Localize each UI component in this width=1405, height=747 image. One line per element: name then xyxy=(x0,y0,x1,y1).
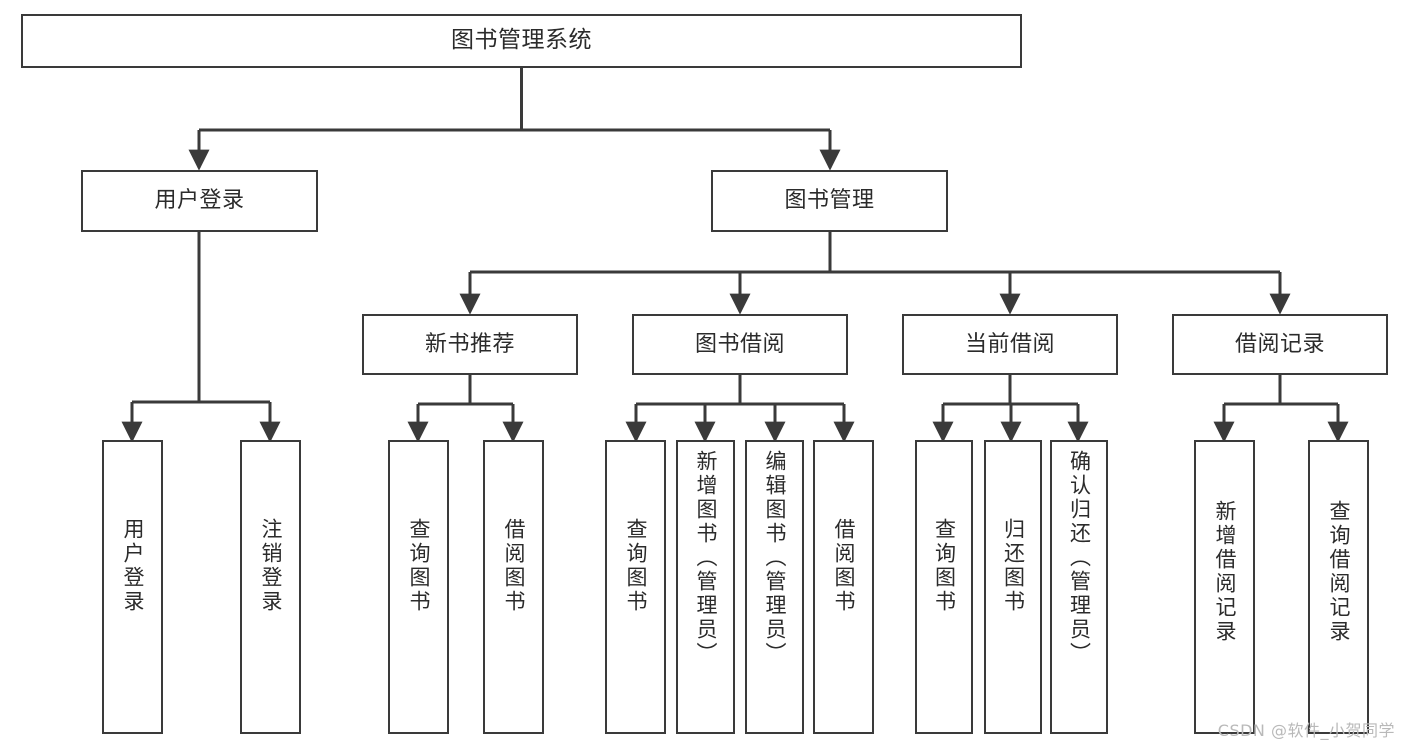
node-label: 借阅图书 xyxy=(502,518,526,614)
leaf-record-query-record[interactable]: 查询借阅记录 xyxy=(1308,440,1369,734)
node-label: 编辑图书（管理员） xyxy=(763,450,787,666)
node-label: 查询借阅记录 xyxy=(1327,500,1351,644)
node-root-system[interactable]: 图书管理系统 xyxy=(21,14,1022,68)
leaf-borrow-borrow-book[interactable]: 借阅图书 xyxy=(813,440,874,734)
node-label: 图书借阅 xyxy=(694,331,785,357)
node-new-book-recommend[interactable]: 新书推荐 xyxy=(362,314,578,375)
node-label: 查询图书 xyxy=(407,518,431,614)
node-label: 注销登录 xyxy=(259,518,283,614)
node-label: 新增借阅记录 xyxy=(1213,500,1237,644)
leaf-user-login-logout[interactable]: 注销登录 xyxy=(240,440,301,734)
node-label: 新增图书（管理员） xyxy=(694,450,718,666)
leaf-current-confirm-return-admin[interactable]: 确认归还（管理员） xyxy=(1050,440,1108,734)
node-label: 用户登录 xyxy=(121,518,145,614)
node-label: 借阅图书 xyxy=(832,518,856,614)
leaf-borrow-query-book[interactable]: 查询图书 xyxy=(605,440,666,734)
node-label: 归还图书 xyxy=(1001,518,1026,614)
node-label: 图书管理系统 xyxy=(451,27,592,54)
leaf-recommend-query-book[interactable]: 查询图书 xyxy=(388,440,449,734)
leaf-user-login-login[interactable]: 用户登录 xyxy=(102,440,163,734)
node-borrow-record[interactable]: 借阅记录 xyxy=(1172,314,1388,375)
csdn-watermark: CSDN @软件_小贺同学 xyxy=(1217,721,1395,740)
leaf-recommend-borrow-book[interactable]: 借阅图书 xyxy=(483,440,544,734)
leaf-current-return-book[interactable]: 归还图书 xyxy=(984,440,1042,734)
leaf-record-add-record[interactable]: 新增借阅记录 xyxy=(1194,440,1255,734)
leaf-current-query-book[interactable]: 查询图书 xyxy=(915,440,973,734)
node-label: 确认归还（管理员） xyxy=(1067,450,1092,666)
node-label: 当前借阅 xyxy=(964,331,1055,357)
node-label: 查询图书 xyxy=(932,518,957,614)
node-label: 用户登录 xyxy=(154,188,245,214)
node-label: 新书推荐 xyxy=(424,331,515,357)
leaf-borrow-add-book-admin[interactable]: 新增图书（管理员） xyxy=(676,440,735,734)
node-current-borrow[interactable]: 当前借阅 xyxy=(902,314,1118,375)
node-label: 图书管理 xyxy=(784,188,875,214)
node-label: 查询图书 xyxy=(624,518,648,614)
node-book-borrow[interactable]: 图书借阅 xyxy=(632,314,848,375)
node-label: 借阅记录 xyxy=(1234,331,1325,357)
node-book-management[interactable]: 图书管理 xyxy=(711,170,948,232)
node-user-login[interactable]: 用户登录 xyxy=(81,170,318,232)
leaf-borrow-edit-book-admin[interactable]: 编辑图书（管理员） xyxy=(745,440,804,734)
